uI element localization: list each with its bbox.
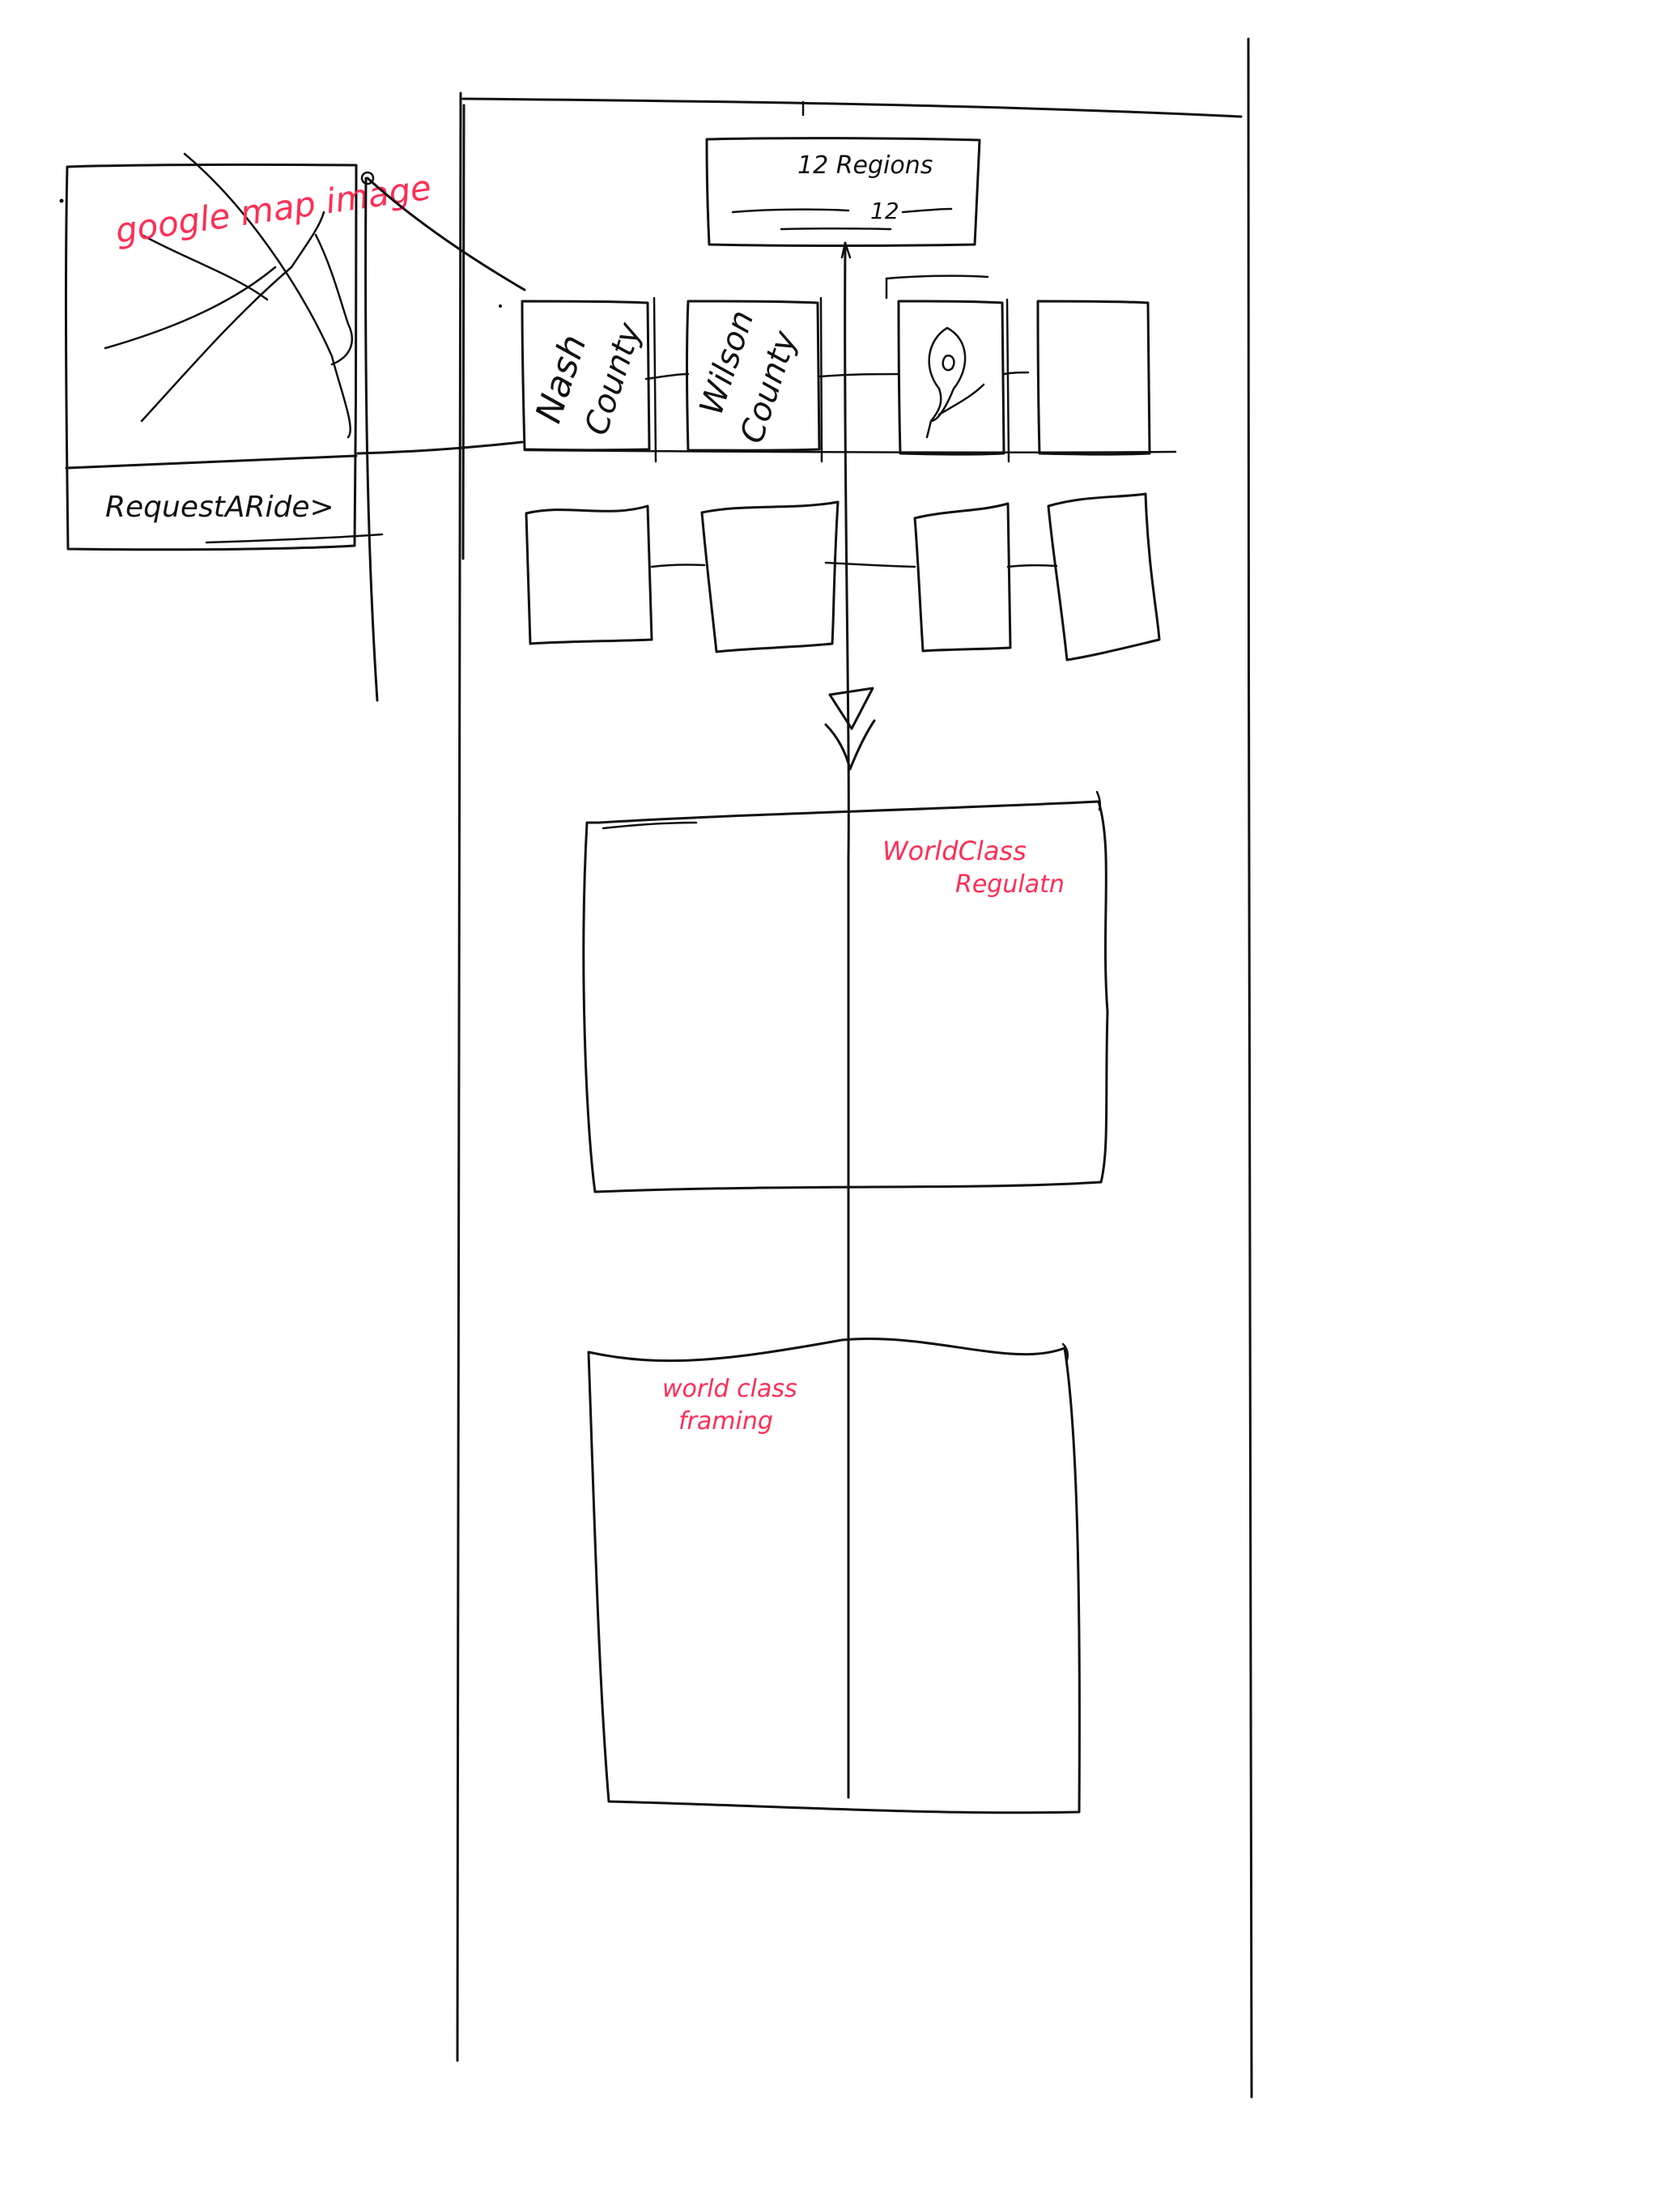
county-tile[interactable] [1036, 300, 1151, 456]
down-arrow-chevron [824, 719, 876, 771]
regions-box[interactable]: 12 Regions 12 [705, 137, 981, 247]
training-note: world class [662, 1375, 797, 1403]
connector-to-tiles [366, 177, 526, 291]
county-tile-label: County [578, 317, 649, 440]
tile-header-stub [885, 274, 989, 280]
map-card-frame [64, 163, 358, 551]
secondary-tiles-row [525, 492, 1161, 661]
county-tiles-row: Nash County Wilson County [521, 274, 1177, 463]
map-card[interactable]: google map image RequestARide> [64, 152, 526, 702]
county-tile[interactable] [897, 298, 1010, 463]
request-a-ride-button[interactable]: RequestARide> [105, 491, 334, 524]
tile-connector [824, 561, 916, 568]
header-inner-rail [461, 104, 466, 560]
left-page-rail [456, 91, 462, 2062]
tile-connector [818, 372, 900, 378]
regions-left-dash [731, 208, 850, 214]
stray-dot [59, 198, 64, 203]
regions-right-dash [901, 207, 953, 214]
tile-connector [650, 564, 706, 568]
down-arrow-icon [828, 687, 874, 730]
training-section-frame [587, 1338, 1081, 1814]
tile-connector [1006, 564, 1058, 568]
secondary-tile[interactable] [913, 502, 1012, 653]
regions-box-frame [705, 137, 981, 247]
stray-dot [499, 304, 502, 308]
regulation-section-frame [582, 800, 1109, 1193]
tile-connector [644, 372, 690, 381]
spine-arrow-up [840, 241, 852, 259]
training-section[interactable]: world class framing [587, 1338, 1081, 1814]
connector-to-row [356, 440, 524, 455]
map-image-note: google map image [113, 168, 434, 251]
training-note: framing [678, 1407, 773, 1436]
regulation-header-stub [602, 821, 698, 830]
regulation-note: WorldClass [882, 836, 1027, 866]
spine-line [844, 241, 850, 1799]
tile-row-baseline [523, 449, 1177, 454]
top-header-line [461, 97, 1243, 118]
regions-count: 12 [870, 198, 899, 224]
regulation-note: Regulatn [955, 870, 1065, 899]
map-image-placeholder [104, 152, 354, 439]
connector-node [360, 171, 375, 185]
map-card-connector-vertical [364, 177, 379, 702]
location-pin-icon [925, 326, 985, 439]
flow-spine [824, 241, 876, 1799]
regulation-section[interactable]: WorldClass Regulatn [582, 790, 1109, 1193]
county-tile[interactable]: Wilson County [686, 296, 823, 463]
secondary-tile[interactable] [525, 504, 653, 645]
regions-underline [780, 228, 892, 231]
tile-connector [1002, 371, 1030, 376]
page-frame [456, 37, 1253, 2099]
right-page-rail [1247, 37, 1253, 2099]
secondary-tile[interactable] [1047, 492, 1161, 661]
county-tile[interactable]: Nash County [521, 296, 657, 463]
map-card-divider [65, 454, 358, 470]
regions-title: 12 Regions [797, 151, 933, 180]
secondary-tile[interactable] [700, 500, 840, 653]
button-underline [205, 533, 384, 544]
